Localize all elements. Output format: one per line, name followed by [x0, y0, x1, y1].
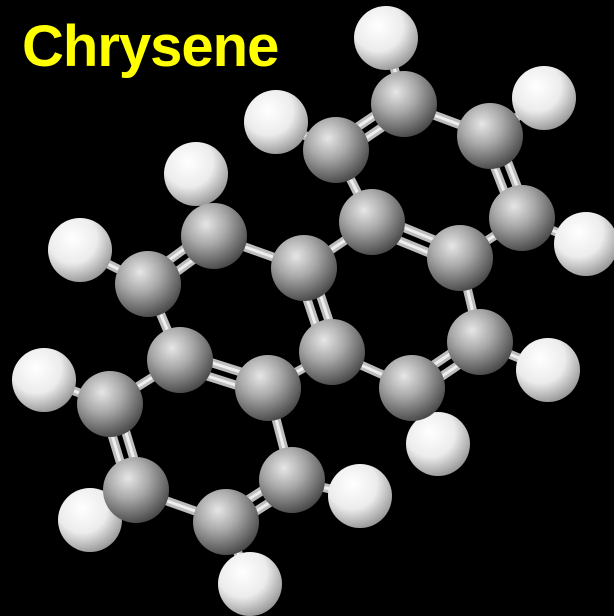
hydrogen-atom [218, 552, 282, 616]
hydrogen-atom [12, 348, 76, 412]
carbon-atom [235, 355, 301, 421]
carbon-atom [299, 319, 365, 385]
molecule-title: Chrysene [22, 14, 279, 79]
carbon-atom [115, 251, 181, 317]
carbon-atom [379, 355, 445, 421]
atom-layer [12, 6, 614, 616]
carbon-atom [427, 225, 493, 291]
hydrogen-atom [512, 66, 576, 130]
hydrogen-atom [328, 464, 392, 528]
hydrogen-atom [554, 212, 614, 276]
hydrogen-atom [48, 218, 112, 282]
carbon-atom [259, 447, 325, 513]
carbon-atom [77, 371, 143, 437]
carbon-atom [339, 189, 405, 255]
carbon-atom [489, 185, 555, 251]
carbon-atom [193, 489, 259, 555]
hydrogen-atom [58, 488, 122, 552]
carbon-atom [181, 203, 247, 269]
hydrogen-atom [516, 338, 580, 402]
carbon-atom [303, 117, 369, 183]
hydrogen-atom [406, 412, 470, 476]
carbon-atom [447, 309, 513, 375]
carbon-atom [271, 235, 337, 301]
hydrogen-atom [164, 142, 228, 206]
carbon-atom [147, 327, 213, 393]
carbon-atom [103, 457, 169, 523]
carbon-atom [371, 71, 437, 137]
carbon-atom [457, 103, 523, 169]
hydrogen-atom [354, 6, 418, 70]
hydrogen-atom [244, 90, 308, 154]
